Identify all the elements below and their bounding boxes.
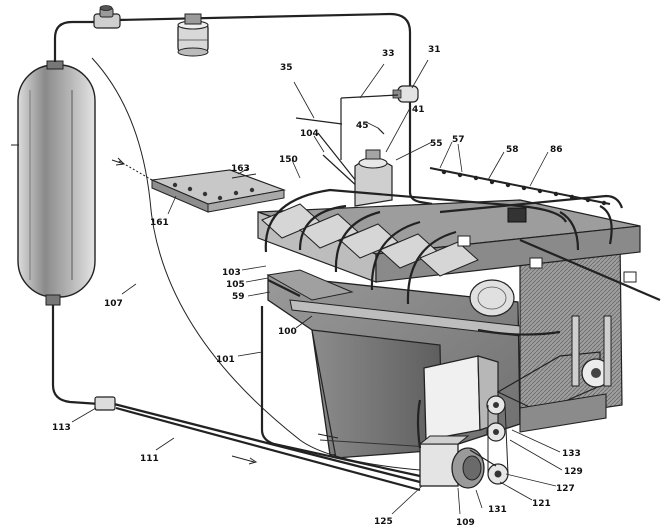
label-127: 127 [556,484,575,494]
label-129: 129 [564,467,583,477]
label-86: 86 [550,145,563,155]
label-104: 104 [300,129,319,139]
label-45: 45 [356,121,369,131]
label-105: 105 [226,280,245,290]
label-33: 33 [382,49,395,59]
lower-fuel-lines [51,57,561,492]
label-109: 109 [456,518,475,528]
injector-lines [264,188,661,305]
label-59: 59 [232,292,245,302]
label-125: 125 [374,517,393,527]
label-41: 41 [412,105,425,115]
fuel-pump [418,435,497,489]
label-55: 55 [430,139,443,149]
label-31: 31 [428,45,441,55]
label-150: 150 [279,155,298,165]
pulley-system [486,315,612,485]
label-100: 100 [278,327,297,337]
pump-housing [423,355,499,441]
carburetor [354,149,393,207]
label-57: 57 [452,135,465,145]
flow-arrows [111,157,339,465]
label-111: 111 [140,454,159,464]
engine-block [257,199,641,459]
label-leaders [71,59,563,515]
label-107: 107 [104,299,123,309]
valve-31 [392,85,419,103]
label-121: 121 [532,499,551,509]
label-161: 161 [150,218,169,228]
label-58: 58 [506,145,519,155]
inline-filter-113 [94,396,116,411]
fuel-filter [177,13,209,57]
label-133: 133 [562,449,581,459]
label-131: 131 [488,505,507,515]
top-fitting [93,5,121,29]
label-101: 101 [216,355,235,365]
label-35: 35 [280,63,293,73]
label-103: 103 [222,268,241,278]
label-163: 163 [231,164,250,174]
injector-rail-161 [118,160,287,213]
part-labels: 31 33 35 41 45 55 57 58 86 104 150 163 1… [52,45,583,528]
upper-fuel-rail [429,167,611,206]
label-113: 113 [52,423,71,433]
fuel-tank [11,60,96,306]
